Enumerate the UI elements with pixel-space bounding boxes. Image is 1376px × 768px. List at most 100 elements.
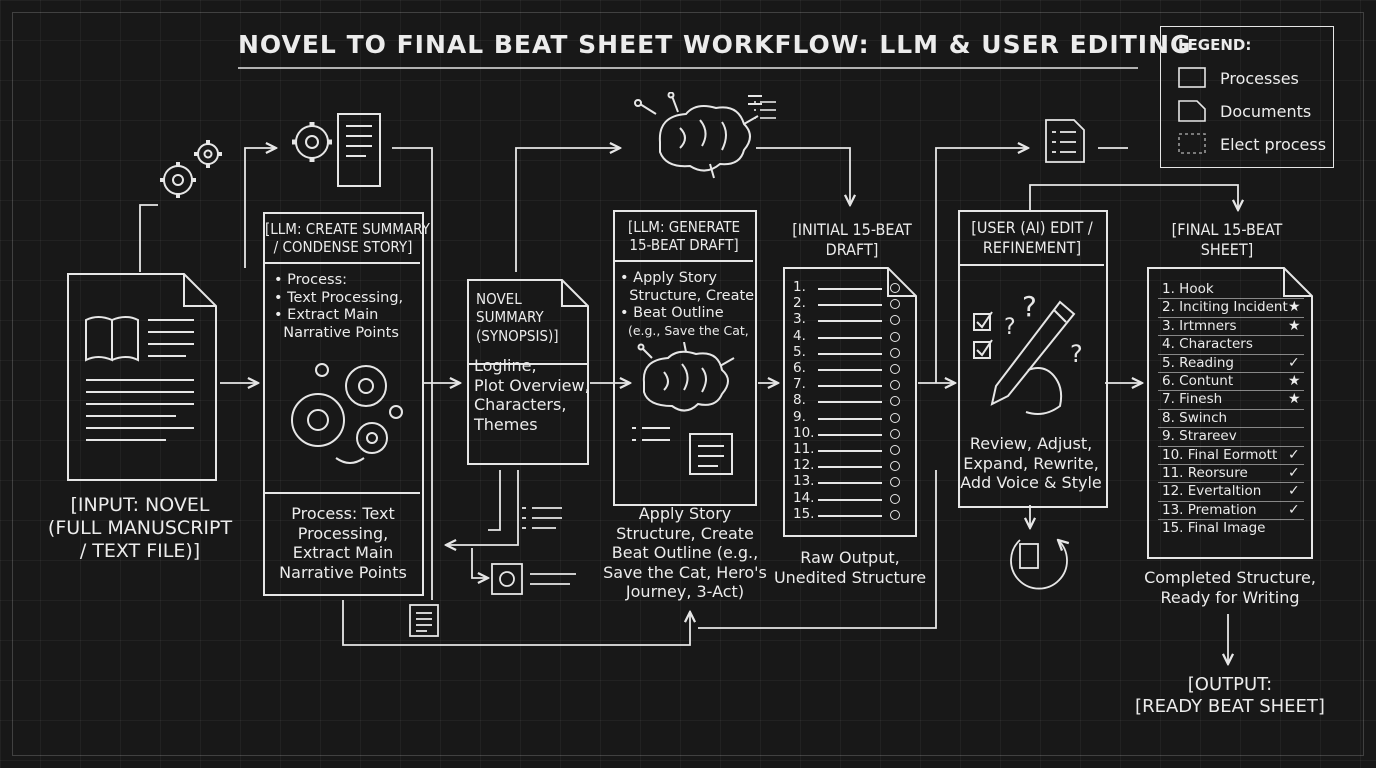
draft-row-line: [818, 288, 882, 290]
list-icon: [522, 507, 562, 529]
draft-row-circle: [890, 509, 900, 520]
generate-header: [LLM: GENERATE 15-BEAT DRAFT]: [628, 218, 740, 255]
draft-row-number: 9.: [793, 408, 806, 425]
star-icon: ★: [1288, 391, 1301, 408]
generate-bullets: • Apply Story Structure, Create • Beat O…: [620, 270, 756, 338]
draft-row-circle: [890, 428, 900, 439]
summary-bullet: • Text Processing,: [274, 289, 404, 306]
final-beat-underline: [1158, 519, 1304, 521]
legend-label-elect-process: Elect process: [1220, 135, 1327, 154]
elect-process-shape-icon: [1178, 133, 1206, 154]
draft-row-line: [818, 336, 882, 339]
generate-bullet: Structure, Create: [620, 287, 755, 304]
draft-row-line: [818, 433, 882, 436]
initial-draft-document-shape: [783, 267, 917, 537]
draft-row-line: [818, 482, 882, 485]
user-edit-process-box: [958, 210, 1108, 508]
refresh-icon: [1019, 543, 1039, 569]
brain-network-icon: [632, 342, 735, 475]
gears-cluster-icon: [291, 363, 403, 464]
summary-header: [LLM: CREATE SUMMARY / CONDENSE STORY]: [265, 220, 430, 257]
final-beat-underline: [1158, 445, 1304, 447]
draft-row-number: 12.: [793, 457, 815, 474]
draft-row-line: [818, 304, 882, 307]
summary-bullet: • Extract Main: [274, 307, 379, 324]
draft-row-number: 10.: [793, 424, 815, 441]
final-beat-underline: [1158, 500, 1304, 502]
draft-row-number: 3.: [793, 311, 806, 328]
draft-row-number: 14.: [793, 489, 815, 506]
draft-row-circle: [890, 299, 900, 310]
checkmark-icon: ✓: [1288, 501, 1300, 518]
summary-divider-bottom: [265, 492, 420, 494]
legend-box: [1160, 26, 1334, 168]
pencil-edit-icon: ? ? ?: [973, 292, 1083, 415]
initial-draft-caption: Raw Output, Unedited Structure: [773, 548, 927, 587]
draft-row-line: [818, 514, 882, 517]
draft-row-number: 2.: [793, 295, 806, 312]
draft-row-number: 11.: [793, 441, 815, 457]
draft-row-circle: [890, 315, 900, 326]
board-frame: [12, 12, 1364, 756]
user-edit-divider: [960, 264, 1104, 266]
legend-title: LEGEND:: [1178, 36, 1252, 54]
final-beat-label: 2. Inciting Incident: [1162, 299, 1288, 316]
final-beat-label: 1. Hook: [1162, 281, 1214, 297]
generate-bullet: • Apply Story: [620, 270, 718, 286]
final-beat-underline: [1158, 390, 1304, 392]
generate-divider: [615, 260, 753, 262]
output-label: [OUTPUT: [READY BEAT SHEET]: [1135, 674, 1325, 717]
draft-row-number: 7.: [793, 376, 806, 393]
final-beat-label: 6. Contunt: [1162, 373, 1234, 389]
draft-row-number: 15.: [793, 505, 815, 522]
final-beat-underline: [1158, 464, 1304, 465]
legend-label-processes: Processes: [1220, 69, 1299, 88]
gear-document-icon: [292, 113, 381, 187]
gear-settings-icon: [491, 563, 576, 595]
final-beat-label: 9. Strareev: [1162, 428, 1237, 445]
generate-bullet: • Beat Outline: [620, 305, 724, 322]
final-beat-underline: [1158, 427, 1304, 429]
draft-row-circle: [890, 396, 900, 407]
draft-row-number: 4.: [793, 327, 806, 344]
draft-row-number: 1.: [793, 279, 806, 295]
diagram-title: NOVEL TO FINAL BEAT SHEET WORKFLOW: LLM …: [238, 30, 1192, 59]
star-icon: ★: [1288, 299, 1301, 316]
draft-row-line: [818, 320, 882, 323]
generate-caption: Apply Story Structure, Create Beat Outli…: [603, 504, 767, 602]
final-beat-label: 7. Finesh: [1162, 391, 1223, 408]
checklist-icon: [754, 101, 776, 119]
draft-row-line: [818, 401, 882, 404]
final-beat-label: 12. Evertaltion: [1162, 483, 1262, 500]
draft-row-circle: [890, 412, 900, 423]
final-beat-label: 5. Reading: [1162, 354, 1234, 371]
draft-row-line: [818, 369, 882, 371]
checkmark-icon: ✓: [1288, 483, 1300, 500]
svg-text:?: ?: [1004, 315, 1016, 340]
gear-icon: [160, 140, 222, 198]
final-beat-label: 13. Premation: [1162, 501, 1257, 518]
draft-row-circle: [890, 493, 900, 504]
final-beat-underline: [1158, 335, 1304, 337]
final-beat-underline: [1158, 372, 1304, 373]
user-edit-body: Review, Adjust, Expand, Rewrite, Add Voi…: [960, 434, 1102, 493]
draft-row-line: [818, 385, 882, 388]
novel-document-icon: [67, 273, 217, 481]
svg-text:?: ?: [1070, 340, 1083, 368]
final-beat-underline: [1158, 482, 1304, 484]
summary-process-box: [263, 212, 424, 596]
draft-row-line: [818, 498, 882, 501]
final-sheet-caption: Completed Structure, Ready for Writing: [1144, 568, 1316, 607]
draft-row-circle: [890, 283, 900, 293]
checkmark-icon: ✓: [1288, 354, 1300, 371]
final-beat-underline: [1158, 353, 1304, 355]
draft-row-line: [818, 450, 882, 452]
synopsis-title: NOVEL SUMMARY (SYNOPSIS)]: [476, 290, 559, 345]
draft-row-line: [818, 466, 882, 469]
summary-bullet: Narrative Points: [274, 325, 399, 342]
checkmark-icon: ✓: [1288, 465, 1300, 481]
summary-footer: Process: Text Processing, Extract Main N…: [279, 504, 407, 582]
draft-row-circle: [890, 331, 900, 342]
